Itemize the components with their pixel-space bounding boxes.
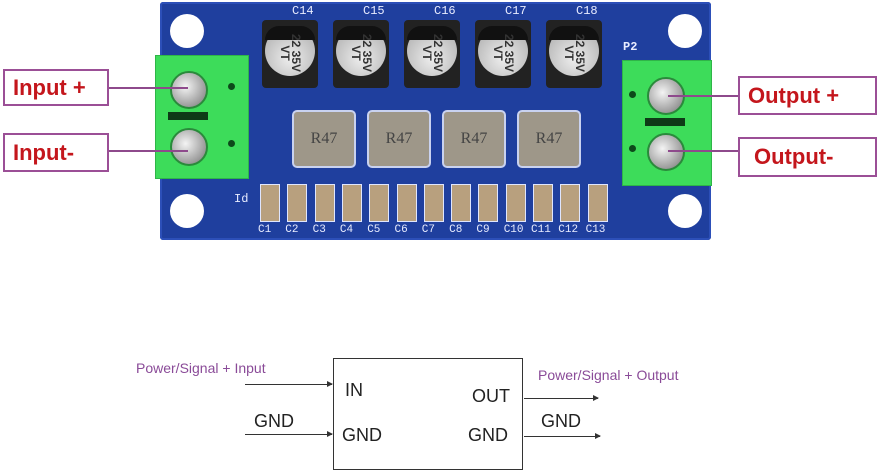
smd-capacitor-ref: C9 [476, 224, 490, 236]
output-plus-label: Output + [738, 76, 877, 115]
input-minus-leader [108, 150, 188, 152]
mounting-hole [668, 14, 702, 48]
smd-capacitor [423, 184, 444, 222]
smd-capacitor-ref: C5 [367, 224, 381, 236]
mounting-hole [668, 194, 702, 228]
output-arrow [524, 395, 599, 401]
inductor: R47 [292, 110, 356, 168]
pcb-board: P2 Id 22 35V VT C14 22 35V VT C15 22 35V VT C… [160, 2, 711, 240]
capacitor-marking: 22 35V VT [491, 33, 516, 73]
input-minus-screw [170, 128, 208, 166]
smd-capacitor-ref: C12 [558, 224, 579, 236]
input-arrow [245, 381, 333, 387]
smd-capacitor [287, 184, 308, 222]
mounting-hole [170, 194, 204, 228]
electrolytic-capacitor: 22 35V VT [404, 20, 460, 88]
silk-p2: P2 [623, 40, 638, 54]
smd-capacitor-ref: C1 [258, 224, 272, 236]
output-terminal-block [622, 60, 712, 186]
capacitor-marking: 22 35V VT [349, 33, 374, 73]
left-gnd-label: GND [254, 411, 294, 431]
smd-capacitor-ref: C13 [585, 224, 606, 236]
capacitor-marking: 22 35V VT [278, 33, 303, 73]
capacitor-ref: C15 [363, 4, 385, 18]
capacitor-ref: C17 [505, 4, 527, 18]
smd-capacitor [396, 184, 417, 222]
right-gnd-label: GND [541, 411, 581, 431]
smd-capacitor [341, 184, 362, 222]
polarity-mark [336, 26, 386, 40]
electrolytic-capacitor: 22 35V VT [262, 20, 318, 88]
smd-capacitor-ref: C10 [503, 224, 524, 236]
output-minus-label: Output- [738, 137, 877, 177]
box-in-label: IN [345, 380, 363, 400]
smd-capacitor [451, 184, 472, 222]
polarity-mark [478, 26, 528, 40]
silk-id: Id [234, 192, 249, 206]
smd-capacitor [314, 184, 335, 222]
input-plus-label: Input + [3, 69, 109, 106]
electrolytic-capacitor: 22 35V VT [333, 20, 389, 88]
capacitor-ref: C16 [434, 4, 456, 18]
output-minus-screw [647, 133, 685, 171]
output-signal-label: Power/Signal + Output [538, 367, 679, 383]
smd-capacitor [560, 184, 581, 222]
input-plus-leader [108, 87, 188, 89]
polarity-mark [549, 26, 599, 40]
output-plus-leader [668, 95, 738, 97]
smd-capacitor-ref: C7 [421, 224, 435, 236]
capacitor-marking: 22 35V VT [562, 33, 587, 73]
electrolytic-capacitor: 22 35V VT [546, 20, 602, 88]
polarity-mark [407, 26, 457, 40]
box-gnd-left-label: GND [342, 425, 382, 445]
smd-capacitor-ref: C4 [339, 224, 354, 236]
capacitor-ref: C14 [292, 4, 314, 18]
electrolytic-capacitor: 22 35V VT [475, 20, 531, 88]
smd-capacitor-ref: C2 [285, 224, 299, 236]
smd-capacitor-ref: C11 [531, 224, 551, 236]
smd-capacitor [505, 184, 526, 222]
inductor: R47 [367, 110, 431, 168]
output-minus-leader [668, 150, 738, 152]
input-plus-screw [170, 71, 208, 109]
smd-capacitor-ref: C6 [394, 224, 408, 236]
smd-capacitor [587, 184, 608, 222]
gnd-out-arrow [524, 433, 601, 439]
smd-capacitor [369, 184, 390, 222]
gnd-in-arrow [245, 431, 333, 437]
box-gnd-right-label: GND [468, 425, 508, 445]
smd-capacitor [533, 184, 553, 222]
capacitor-marking: 22 35V VT [420, 33, 445, 73]
input-terminal-block [155, 55, 249, 179]
input-minus-label: Input- [3, 133, 109, 172]
polarity-mark [265, 26, 315, 40]
smd-capacitor-ref: C8 [449, 224, 463, 236]
smd-capacitor [478, 184, 499, 222]
smd-capacitor [260, 184, 280, 222]
mounting-hole [170, 14, 204, 48]
inductor: R47 [517, 110, 581, 168]
inductor: R47 [442, 110, 506, 168]
input-signal-label: Power/Signal + Input [136, 360, 266, 376]
capacitor-ref: C18 [576, 4, 598, 18]
box-out-label: OUT [472, 386, 510, 406]
module-box [333, 358, 523, 470]
smd-capacitor-ref: C3 [312, 224, 326, 236]
